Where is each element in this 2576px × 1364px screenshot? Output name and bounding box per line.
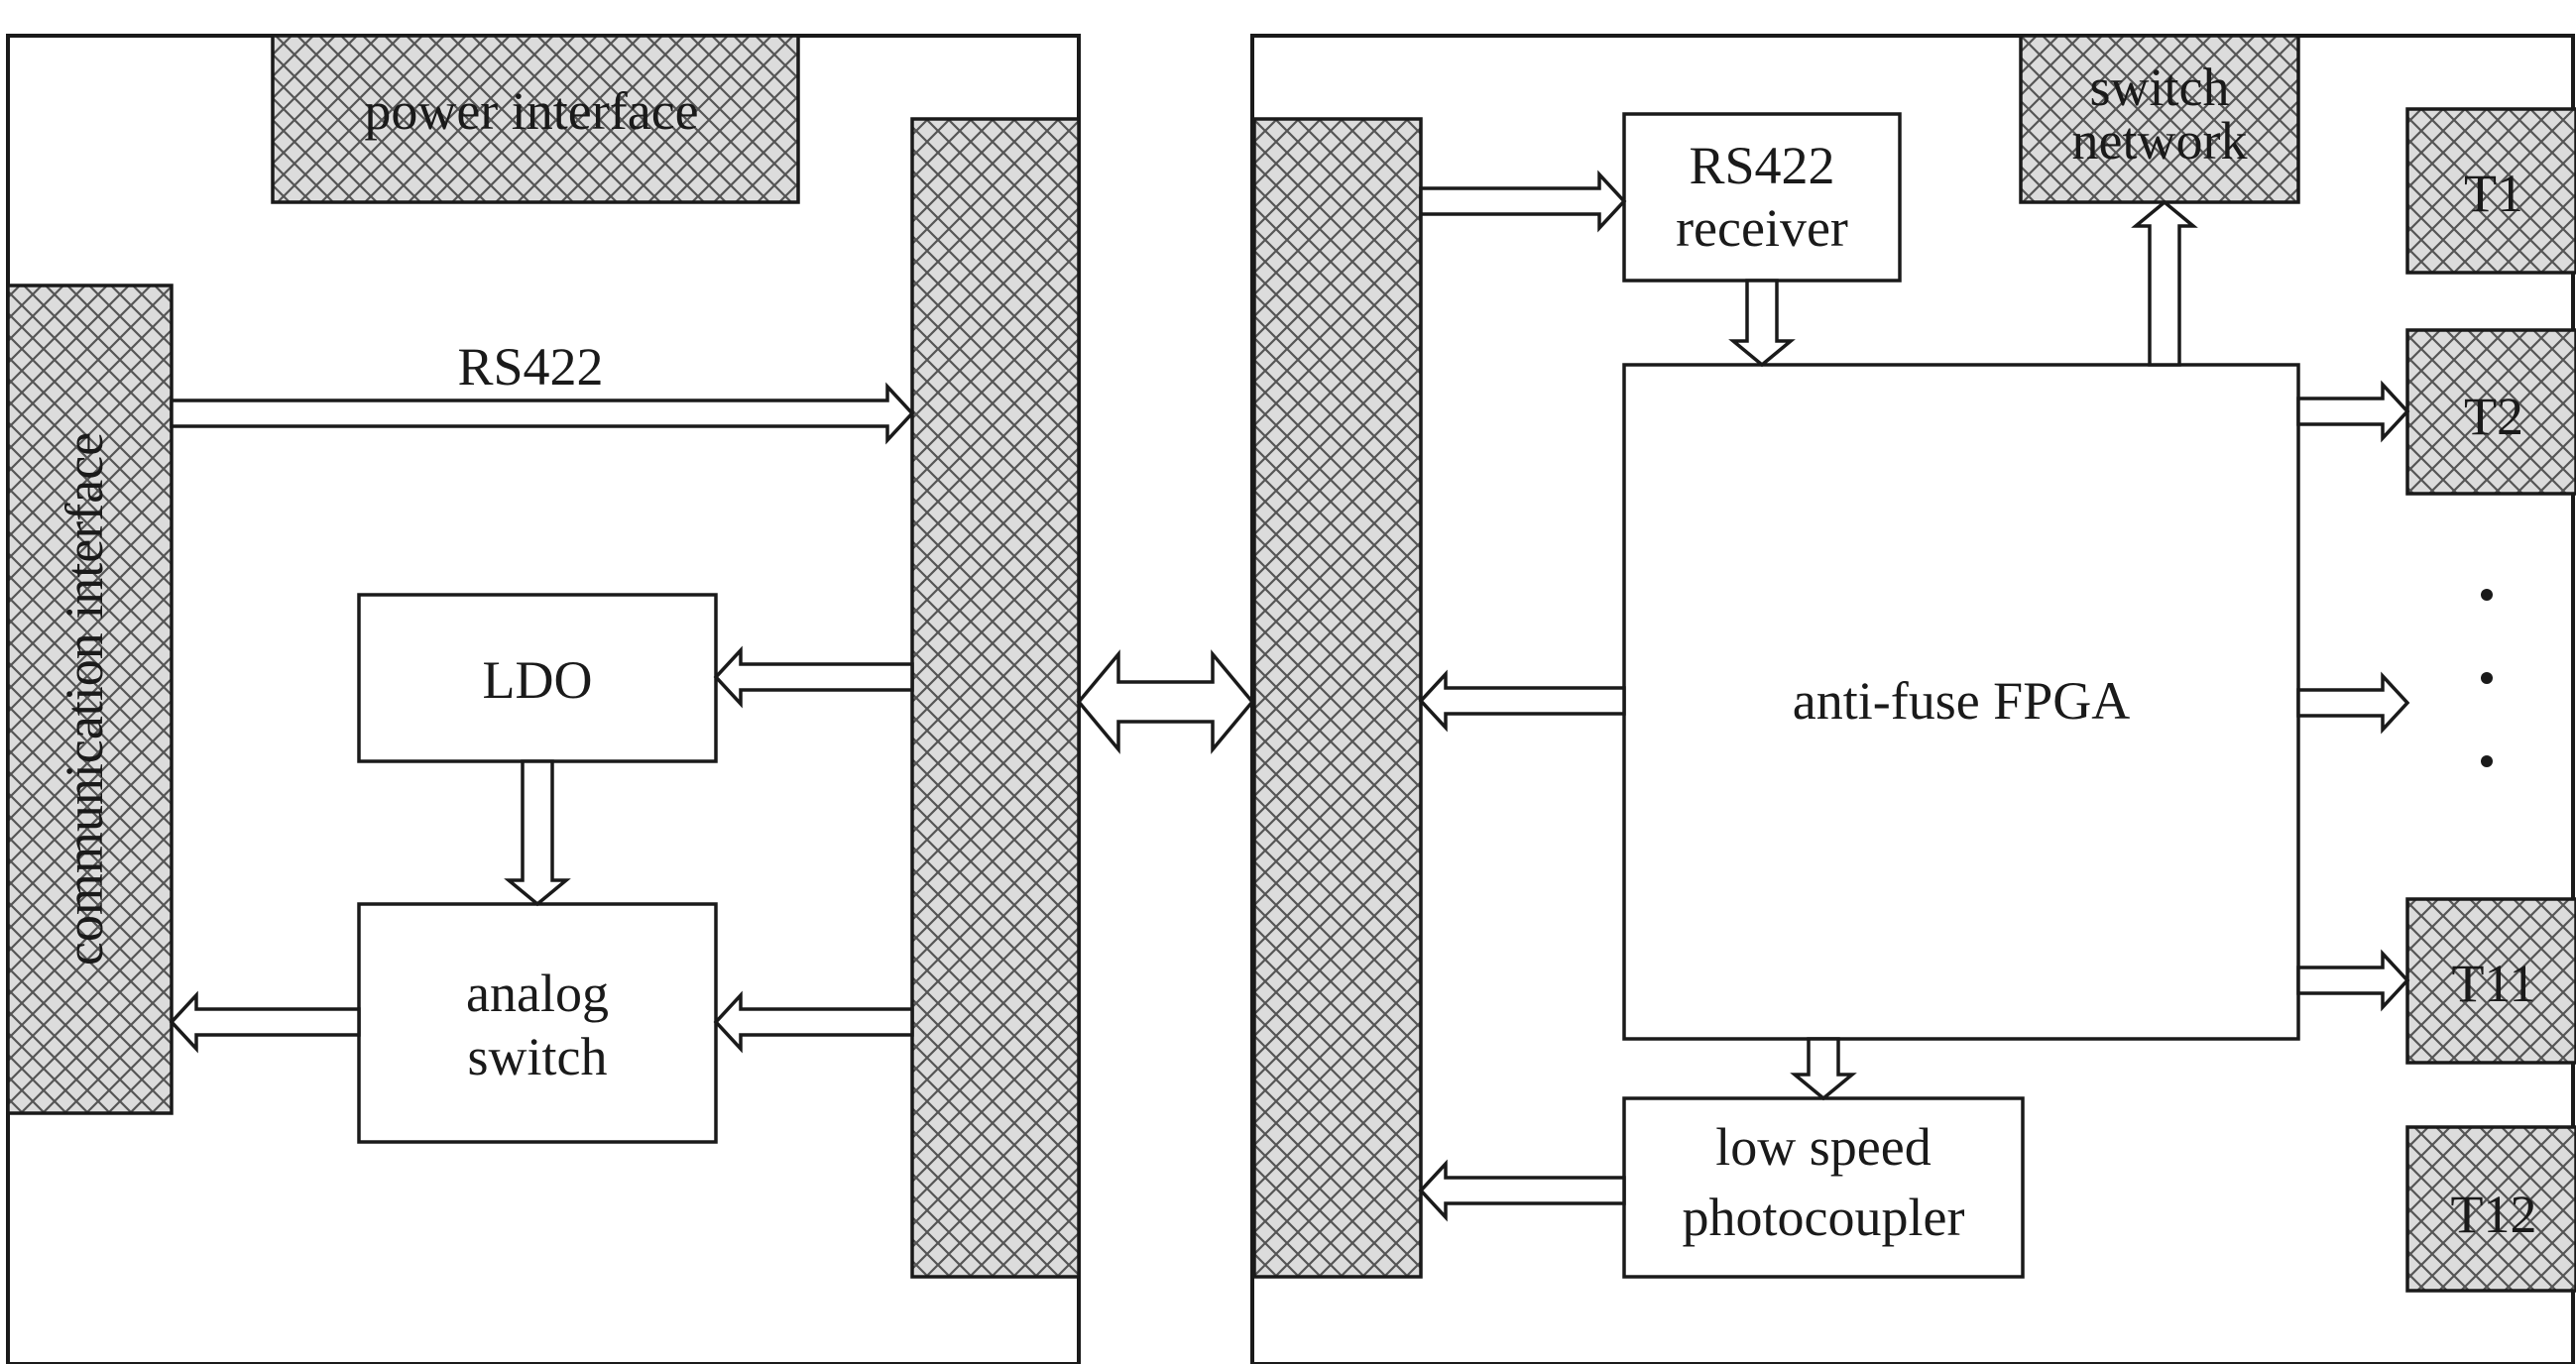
- switch-network-label-line2: network: [2072, 111, 2248, 170]
- right-board-connector: [1252, 117, 1423, 1279]
- rs422-receiver-block: RS422 receiver: [1622, 112, 1902, 283]
- photocoupler-block: low speed photocoupler: [1622, 1096, 2025, 1279]
- rs422-arrow: [170, 382, 915, 445]
- analog-switch-label-line1: analog: [466, 964, 609, 1023]
- arrow-receiver-to-fpga: [1728, 279, 1796, 368]
- board-interconnect-arrow: [1076, 649, 1255, 754]
- arrow-fpga-to-switch-network: [2131, 199, 2198, 367]
- terminal-t12-label: T12: [2451, 1185, 2537, 1244]
- arrow-fpga-to-t11: [2296, 949, 2410, 1012]
- ellipsis-dot-2: [2481, 672, 2493, 684]
- arrow-ldo-to-switch: [504, 759, 571, 907]
- analog-switch-label-line2: switch: [468, 1027, 608, 1086]
- power-interface-block: power interface: [271, 34, 800, 204]
- ellipsis-dot-1: [2481, 589, 2493, 601]
- terminal-t2-label: T2: [2464, 387, 2523, 446]
- photocoupler-label-line1: low speed: [1715, 1117, 1931, 1177]
- switch-network-label-line1: switch: [2090, 57, 2230, 117]
- ellipsis-dot-3: [2481, 755, 2493, 767]
- arrow-switch-to-comm: [169, 990, 361, 1054]
- fpga-block: anti-fuse FPGA: [1622, 363, 2300, 1041]
- terminal-t11-label: T11: [2452, 954, 2536, 1013]
- rs422-receiver-label-line2: receiver: [1676, 198, 1848, 258]
- communication-interface-block: communication interface: [6, 284, 174, 1115]
- arrow-fpga-to-t2: [2296, 380, 2410, 443]
- photocoupler-label-line2: photocoupler: [1683, 1188, 1965, 1247]
- left-board-connector: [910, 117, 1081, 1279]
- rs422-receiver-label-line1: RS422: [1689, 136, 1834, 195]
- terminal-t12: T12: [2405, 1125, 2576, 1293]
- fpga-label: anti-fuse FPGA: [1793, 671, 2130, 731]
- terminal-t1-label: T1: [2464, 164, 2523, 223]
- ldo-label: LDO: [483, 650, 593, 710]
- arrow-fpga-to-connector: [1418, 669, 1626, 733]
- terminal-t1: T1: [2405, 107, 2576, 275]
- arrow-fpga-to-photocoupler: [1790, 1037, 1857, 1101]
- rs422-line-label: RS422: [457, 337, 603, 397]
- switch-network-block: switch network: [2019, 34, 2300, 204]
- arrow-to-ldo: [713, 645, 914, 709]
- arrow-photocoupler-to-connector: [1418, 1159, 1626, 1222]
- power-interface-label: power interface: [364, 81, 698, 141]
- arrow-to-rs422-receiver: [1419, 170, 1627, 233]
- arrow-to-analog-switch: [713, 990, 914, 1054]
- ldo-block: LDO: [357, 593, 718, 763]
- terminal-t2: T2: [2405, 328, 2576, 496]
- analog-switch-block: analog switch: [357, 902, 718, 1144]
- terminal-t11: T11: [2405, 897, 2576, 1065]
- communication-interface-label: communication interface: [55, 432, 114, 966]
- arrow-fpga-to-more: [2296, 671, 2410, 735]
